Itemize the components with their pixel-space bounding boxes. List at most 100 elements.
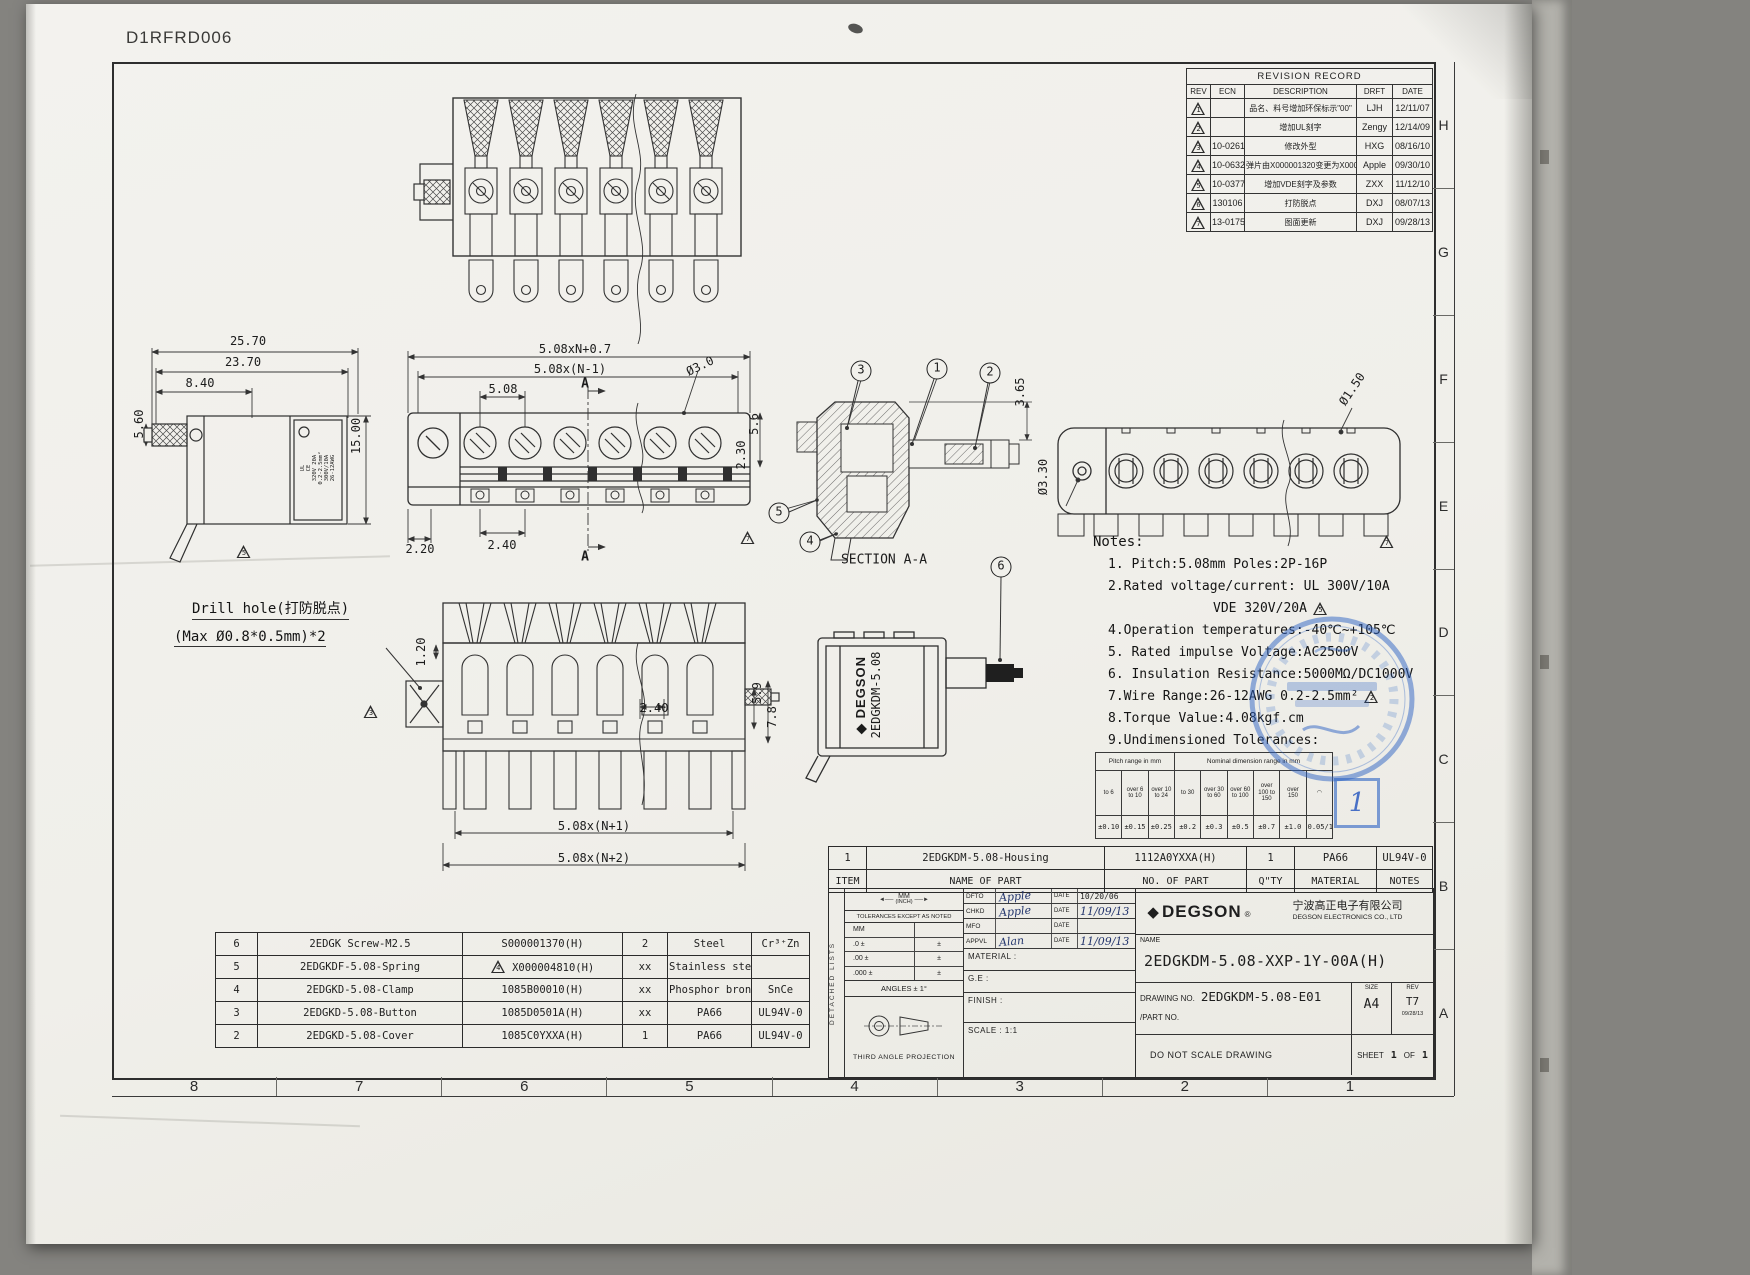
rev-marker-7b: 7 — [1379, 533, 1395, 551]
dfto-signature: Apple — [998, 888, 1032, 904]
tol-value: ±0.3 — [1200, 815, 1228, 839]
stamp-number: 1 — [1348, 788, 1366, 818]
top-view — [413, 94, 742, 344]
tol-group-right: Nominal dimension range in mm — [1173, 752, 1334, 771]
identification-column: ◆ DEGSON ® 宁波高正电子有限公司 DEGSON ELECTRONICS… — [1135, 889, 1433, 1077]
tolerance-table: Pitch range in mm Nominal dimension rang… — [1094, 752, 1334, 839]
note-1: 1. Pitch:5.08mm Poles:2P-16P — [1108, 557, 1328, 572]
size-box: SIZE A4 — [1352, 983, 1392, 1034]
tol-value: ±0.15 — [1121, 815, 1149, 839]
paper-curl-shadow — [1504, 4, 1532, 1244]
dim-2-30: 2.30 — [734, 440, 748, 470]
tol-value: ±0.5 — [1226, 815, 1254, 839]
projection-label: THIRD ANGLE PROJECTION — [852, 1054, 955, 1062]
detached-lists-label: DETACHED LISTS — [829, 941, 836, 1025]
bottom-view — [405, 602, 780, 871]
zone-number: 1 — [1266, 1077, 1432, 1096]
dim-2-40-front: 2.40 — [487, 538, 517, 552]
tol-value: ±0.10 — [1094, 815, 1123, 839]
scanner-strip — [1532, 0, 1572, 1275]
front-view — [407, 351, 763, 551]
drawing-frame — [112, 62, 1436, 1080]
plug-face-view — [1057, 407, 1401, 547]
dim-15-00: 15.00 — [349, 417, 363, 455]
dim-5-60: 5.60 — [132, 409, 146, 439]
zone-number: 7 — [276, 1077, 441, 1096]
outer-border-bottom — [112, 1096, 1454, 1097]
registered-mark: ® — [1244, 909, 1251, 919]
zone-letter: A — [1433, 949, 1454, 1076]
callout-2: 2 — [979, 362, 1001, 384]
zone-number: 6 — [441, 1077, 606, 1096]
zone-number: 2 — [1101, 1077, 1267, 1096]
tol-range: over 6 to 10 — [1121, 770, 1149, 816]
revision-row: 5 10-0377 增加VDE刻字及参数 ZXX 11/12/10 — [1186, 174, 1434, 194]
zone-letter: F — [1433, 314, 1454, 442]
tol-value: 0.05/10 — [1305, 815, 1334, 839]
name-row: NAME 2EDGKDM-5.08-XXP-1Y-00A(H) — [1136, 935, 1433, 983]
rev-marker-vde: 5 — [1312, 602, 1328, 615]
tol-header: MM — [845, 923, 915, 937]
tol-row-pm: ± — [937, 969, 941, 977]
revision-row: 7 13-0175 图面更新 DXJ 09/28/13 — [1186, 212, 1434, 232]
material-row: MATERIAL : — [964, 949, 1135, 971]
dim-pitch-np1: 5.08x(N+1) — [557, 819, 631, 833]
inch-label: (INCH) — [895, 899, 913, 906]
note-5: 5. Rated impulse Voltage:AC2500V — [1108, 645, 1359, 660]
rev-marker-7: 7 — [740, 529, 756, 547]
do-not-scale: DO NOT SCALE DRAWING — [1136, 1035, 1352, 1075]
rev-marker-5: 5 — [236, 543, 252, 561]
callout-6: 6 — [990, 556, 1012, 578]
part6-view — [805, 631, 1023, 783]
scan-mark — [1540, 150, 1549, 164]
paper-edge-shadow — [26, 4, 36, 1244]
section-view — [781, 377, 1032, 561]
rev-marker-wire: 2 — [1364, 690, 1379, 703]
appvl-date: 11/09/13 — [1080, 934, 1130, 948]
stamp-number-box: 1 — [1334, 778, 1380, 828]
tol-range: over 60 to 100 — [1226, 770, 1254, 816]
revision-row: 6 130106 打防脱点 DXJ 08/07/13 — [1186, 193, 1434, 213]
dim-8-40: 8.40 — [185, 376, 215, 390]
callout-1: 1 — [926, 358, 948, 380]
dim-25-70: 25.70 — [229, 334, 267, 348]
company-names: 宁波高正电子有限公司 DEGSON ELECTRONICS CO., LTD — [1292, 900, 1403, 922]
dim-1-20: 1.20 — [414, 637, 428, 667]
callout-5: 5 — [768, 502, 790, 524]
note-9: 9.Undimensioned Tolerances: — [1108, 733, 1320, 748]
rev-marker-3: 3 — [363, 703, 379, 721]
tol-range: over 150 — [1279, 770, 1307, 816]
tol-row-pm: ± — [937, 955, 941, 963]
tol-row-pm: ± — [937, 940, 941, 948]
zone-number: 4 — [771, 1077, 937, 1096]
tol-value: ±0.2 — [1173, 815, 1202, 839]
mm-label: MM — [898, 893, 910, 901]
revision-row: 1 品名、料号增加环保标示"00" LJH 12/11/07 — [1186, 98, 1434, 118]
tol-range: to 6 — [1094, 770, 1123, 816]
zone-number: 8 — [189, 1078, 199, 1095]
chkd-signature: Apple — [998, 903, 1032, 919]
section-marker-top: A — [581, 376, 589, 392]
dim-pitch-total: 5.08xN+0.7 — [538, 342, 612, 356]
tolerance-box: MM .0 ±± .00 ±± .000 ±± — [845, 923, 963, 981]
dim-5-6: 5.6 — [747, 413, 761, 435]
drill-note-line2: (Max Ø0.8*0.5mm)*2 — [174, 629, 326, 647]
side-view — [143, 348, 371, 563]
angles-tolerance: ANGLES ± 1° — [845, 981, 963, 997]
note-8: 8.Torque Value:4.08kgf.cm — [1108, 711, 1304, 726]
scan-mark — [1540, 655, 1549, 669]
tol-value: ±1.0 — [1279, 815, 1307, 839]
revision-row: 4 10-0632 弹片由X000001320变更为X000004810 App… — [1186, 155, 1434, 175]
note-6: 6. Insulation Resistance:5000MΩ/DC1000V — [1108, 667, 1414, 682]
